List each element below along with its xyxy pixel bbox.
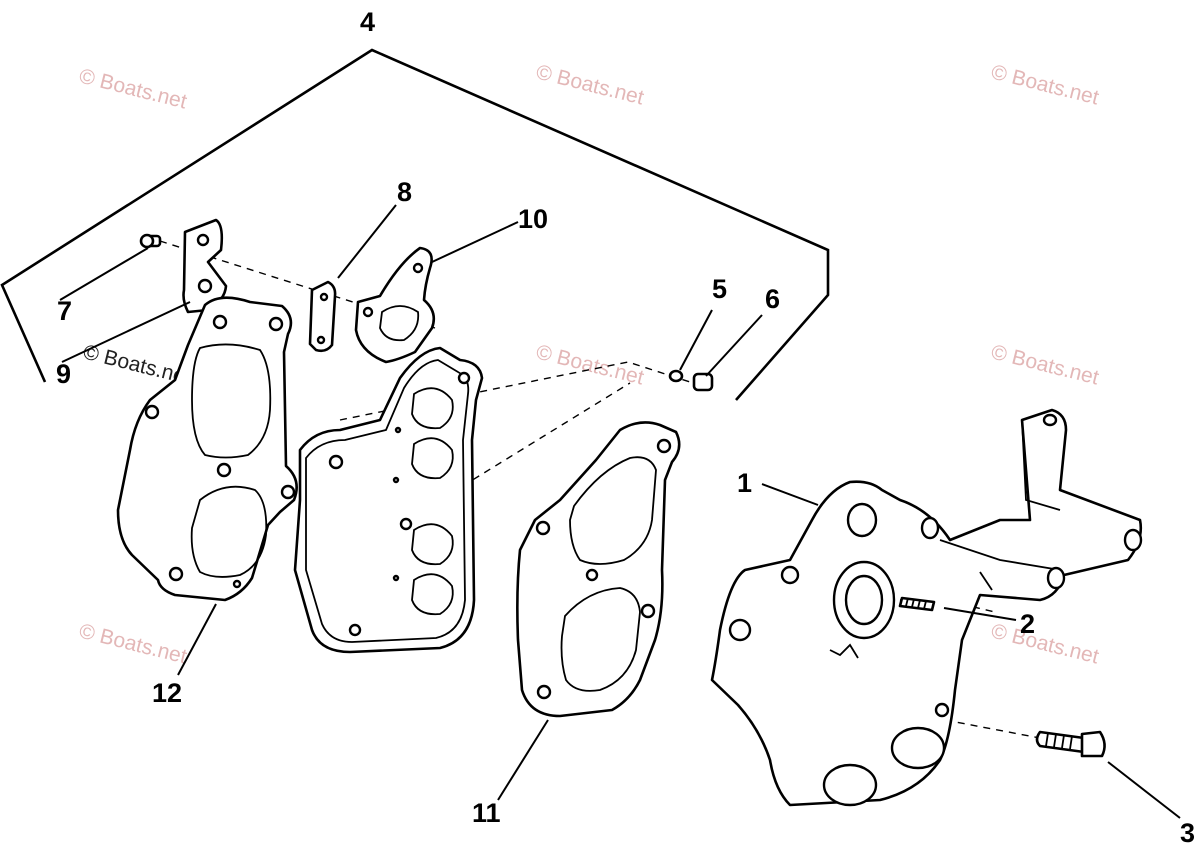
kit-bracket xyxy=(0,48,830,401)
callout-9: 9 xyxy=(56,359,71,389)
callout-3: 3 xyxy=(1180,818,1195,848)
nut-part-6 xyxy=(692,372,714,392)
callout-5: 5 xyxy=(712,274,727,304)
callout-6: 6 xyxy=(765,284,780,314)
watermark: © Boats.net xyxy=(989,620,1101,669)
callout-2: 2 xyxy=(1020,609,1035,639)
watermark: © Boats.net xyxy=(989,341,1101,390)
gasket-part-11 xyxy=(516,421,681,718)
watermark: © Boats.net xyxy=(534,61,646,110)
stud-part-2 xyxy=(898,596,936,612)
manifold-cover xyxy=(293,346,484,654)
callout-10: 10 xyxy=(518,204,548,234)
callout-7: 7 xyxy=(57,296,72,326)
gasket-part-10 xyxy=(354,246,436,364)
watermark: © Boats.net xyxy=(534,341,646,390)
watermark: © Boats.net xyxy=(77,620,189,669)
callout-1: 1 xyxy=(737,468,752,498)
callout-4: 4 xyxy=(360,7,375,37)
callout-labels: 4 8 10 7 9 5 6 1 2 3 12 11 xyxy=(56,7,1195,848)
washer-part-5 xyxy=(668,369,684,383)
small-gasket-part-8 xyxy=(308,280,337,353)
gasket-part-12 xyxy=(116,296,298,602)
screw-part-7 xyxy=(139,233,162,249)
bolt-part-3 xyxy=(1035,730,1106,758)
watermark: © Boats.net xyxy=(77,65,189,114)
callout-11: 11 xyxy=(472,798,501,828)
leader-lines xyxy=(59,204,1181,819)
callout-8: 8 xyxy=(397,177,412,207)
watermark: © Boats.net xyxy=(989,61,1101,110)
callout-12: 12 xyxy=(152,678,182,708)
